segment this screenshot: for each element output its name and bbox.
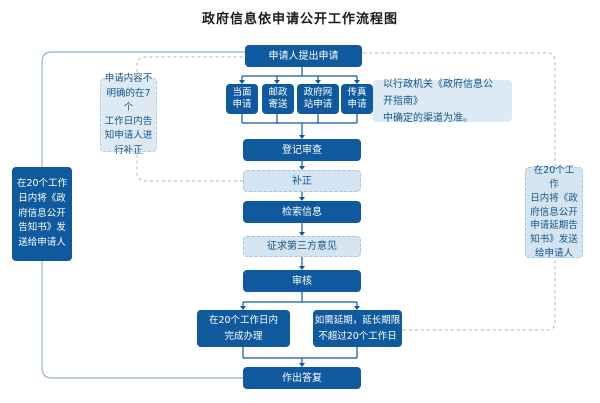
reply-node: 作出答复 [243, 367, 361, 389]
correction-node: 补正 [243, 170, 361, 192]
third-party-opinion-node: 征求第三方意见 [243, 236, 361, 257]
channel-box-in-person: 当面 申请 [226, 84, 258, 114]
channel-note: 以行政机关《政府信息公开指南》 中确定的渠道为准。 [373, 79, 512, 124]
start-node: 申请人提出申请 [245, 45, 362, 67]
channel-box-fax: 传真 申请 [341, 84, 373, 114]
search-info-node: 检索信息 [243, 201, 361, 223]
channel-box-website: 政府网 站申请 [297, 84, 339, 114]
correction-note-line [136, 153, 243, 182]
register-review-node: 登记审查 [243, 139, 361, 161]
extension-loop-line [363, 52, 556, 331]
extension-notice-box: 在20个工作 日内将《政 府信息公开 申请延期告 知书》发送 给申请人 [525, 165, 583, 259]
extension-node: 如需延期，延长期限 不超过20个工作日 [313, 310, 402, 347]
page-title: 政府信息依申请公开工作流程图 [201, 12, 398, 27]
arrowheads [239, 80, 360, 367]
main-chain-lines [241, 67, 358, 363]
note-to-start-line [136, 56, 245, 78]
review-node: 审核 [243, 270, 361, 292]
complete-in-20-days-node: 在20个工作日内 完成办理 [197, 310, 290, 347]
channel-box-mail: 邮政 寄送 [262, 84, 294, 114]
correction-note: 申请内容不 明确的在7个 工作日内告 知申请人进 行补正 [100, 73, 157, 156]
reply-notice-box: 在20个工作 日内将《政 府信息公开 告知书》发 送给申请人 [12, 167, 72, 261]
